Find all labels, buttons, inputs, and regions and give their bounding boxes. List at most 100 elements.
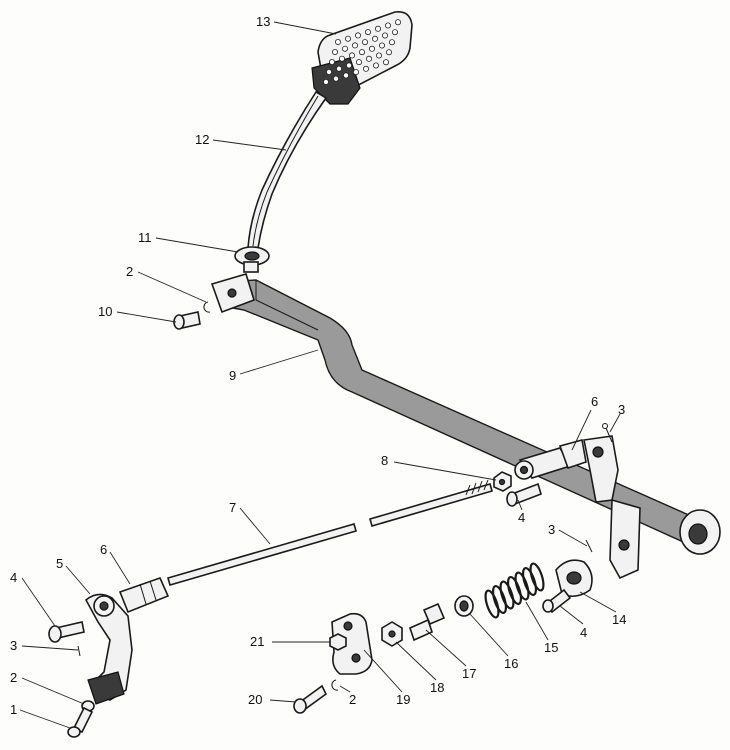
pad-dot (352, 69, 359, 76)
callout-10: 10 (98, 304, 112, 319)
adjuster-bracket (331, 612, 373, 675)
pad-dot (394, 19, 401, 26)
pin-4-right (542, 588, 572, 614)
callout-19: 19 (396, 692, 410, 707)
spring-coil (484, 589, 500, 619)
cross-shaft (210, 273, 721, 580)
pad-dot (355, 59, 362, 66)
pad-dot (375, 52, 382, 59)
pin-4-upper (506, 482, 542, 507)
pad-dot (328, 59, 335, 66)
pad-dot (372, 62, 379, 69)
callout-17: 17 (462, 666, 476, 681)
split-pin-3-upper (605, 427, 613, 443)
callout-8: 8 (381, 453, 388, 468)
spring-coil (491, 584, 508, 615)
callout-labels: 13 12 11 2 10 9 6 3 8 4 7 6 3 4 5 3 2 1 … (10, 14, 626, 717)
callout-3: 3 (618, 402, 625, 417)
leader-lines (19, 21, 621, 729)
clevis-lower (118, 577, 170, 614)
pad-dot (385, 49, 392, 56)
pad-dot (354, 32, 361, 39)
callout-2: 2 (10, 670, 17, 685)
callout-6: 6 (100, 542, 107, 557)
pad-dot (382, 59, 389, 66)
pad-dot (332, 75, 339, 82)
split-pin-3-left (77, 645, 81, 657)
callout-12: 12 (195, 132, 209, 147)
callout-4: 4 (580, 625, 587, 640)
clip-2-lower (331, 679, 339, 691)
pad-dot (374, 25, 381, 32)
nut-18 (381, 621, 403, 647)
callout-5: 5 (56, 556, 63, 571)
pad-dot (325, 69, 332, 76)
pad-dot (342, 72, 349, 79)
callout-3: 3 (10, 638, 17, 653)
callout-2: 2 (349, 692, 356, 707)
spring-15 (484, 562, 545, 619)
pad-dot (378, 42, 385, 49)
spring-coil (529, 562, 545, 592)
callout-4: 4 (10, 570, 17, 585)
spring-coil (506, 575, 523, 606)
pad-dot (364, 29, 371, 36)
pad-dot (362, 65, 369, 72)
callout-21: 21 (250, 634, 264, 649)
pad-dot (351, 42, 358, 49)
pad-dot (338, 55, 345, 62)
callout-20: 20 (248, 692, 262, 707)
pad-dot (388, 39, 395, 46)
pad-dot (341, 45, 348, 52)
callout-3: 3 (548, 522, 555, 537)
callout-9: 9 (229, 368, 236, 383)
brake-rod (167, 479, 493, 586)
pedal-washer (234, 246, 270, 273)
pad-dot (371, 35, 378, 42)
split-pin-3-right (585, 539, 593, 553)
lever-lower (84, 593, 133, 705)
pad-dot (358, 49, 365, 56)
callout-16: 16 (504, 656, 518, 671)
pin-10 (173, 311, 201, 330)
pedal-arm (247, 90, 328, 249)
callout-13: 13 (256, 14, 270, 29)
callout-1: 1 (10, 702, 17, 717)
callout-4: 4 (518, 510, 525, 525)
callout-11: 11 (138, 230, 152, 245)
callout-15: 15 (544, 640, 558, 655)
callout-14: 14 (612, 612, 626, 627)
bolt-20 (293, 684, 328, 714)
pad-dot (384, 22, 391, 29)
spring-cap-14 (555, 559, 593, 598)
pad-dot (361, 39, 368, 46)
pad-dot (381, 32, 388, 39)
pad-dot (331, 49, 338, 56)
callout-18: 18 (430, 680, 444, 695)
pad-dot (365, 55, 372, 62)
pad-dot (334, 39, 341, 46)
clip-2-upper (203, 301, 211, 313)
bolt-1 (67, 706, 94, 738)
callout-7: 7 (229, 500, 236, 515)
pad-dot (391, 29, 398, 36)
nut-21 (329, 633, 347, 651)
pad-dot (322, 79, 329, 86)
cup-16 (454, 595, 474, 617)
pad-dot (345, 62, 352, 69)
clevis-upper (514, 438, 587, 480)
spring-coil (514, 571, 530, 601)
pin-4-left (48, 621, 85, 643)
pedal-pad (311, 10, 413, 105)
adjuster-screw-17 (409, 602, 446, 642)
spring-coil (521, 566, 538, 597)
pad-dot (348, 52, 355, 59)
spring-coil (499, 580, 515, 610)
pad-dot (335, 65, 342, 72)
pad-dot (368, 45, 375, 52)
pad-dot (344, 35, 351, 42)
callout-6: 6 (591, 394, 598, 409)
callout-2: 2 (126, 264, 133, 279)
